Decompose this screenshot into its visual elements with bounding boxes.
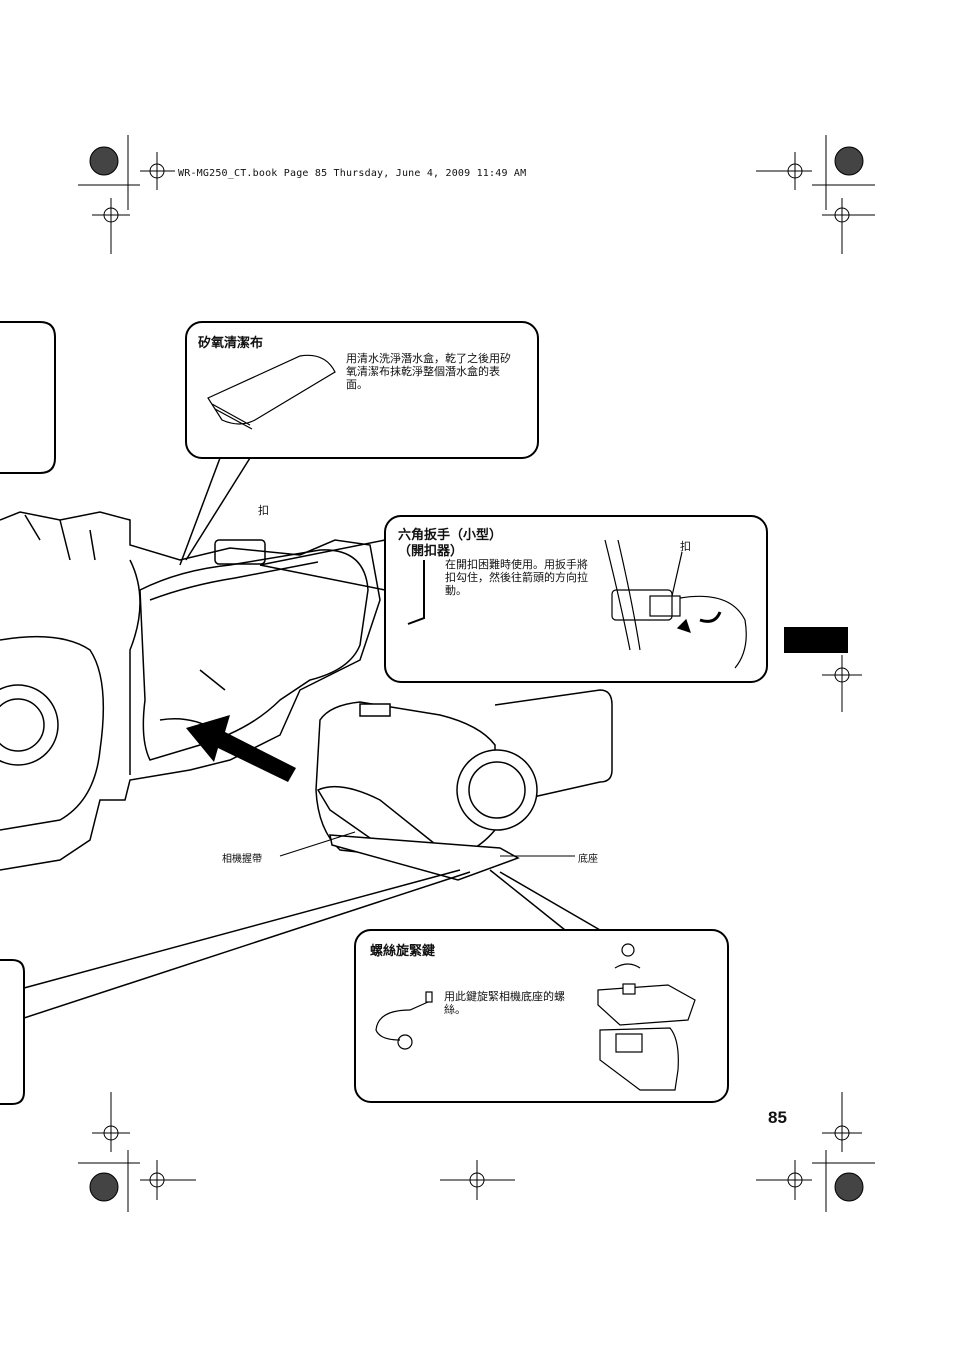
screw-key-icon bbox=[375, 991, 433, 1050]
cleaning-cloth-box bbox=[185, 321, 539, 459]
hex-wrench-icon bbox=[407, 560, 425, 625]
registration-mark-icon bbox=[78, 1092, 196, 1212]
file-info-header: WR-MG250_CT.book Page 85 Thursday, June … bbox=[178, 168, 527, 179]
underwater-housing-illustration bbox=[0, 511, 381, 871]
registration-mark-icon bbox=[78, 135, 175, 254]
page-number: 85 bbox=[768, 1108, 787, 1127]
camera-strap-label: 相機握帶 bbox=[222, 854, 262, 865]
cleaning-cloth-title: 矽氧清潔布 bbox=[198, 336, 264, 351]
hex-wrench-box bbox=[384, 515, 768, 683]
screw-tightening-illustration bbox=[597, 943, 696, 1091]
left-box-top bbox=[0, 321, 56, 474]
registration-mark-icon bbox=[822, 655, 862, 712]
hex-wrench-title: 六角扳手（小型） bbox=[398, 528, 503, 543]
left-box-bottom bbox=[0, 959, 25, 1105]
hex-wrench-clasp-label: 扣 bbox=[680, 540, 691, 553]
section-tab bbox=[784, 627, 848, 653]
registration-mark-icon bbox=[440, 1160, 515, 1200]
strap-leader bbox=[279, 831, 356, 857]
registration-mark-icon bbox=[756, 135, 875, 254]
cleaning-cloth-text: 用清水洗淨潛水盒，乾了之後用矽氧清潔布抹乾淨整個潛水盒的表面。 bbox=[346, 352, 511, 391]
clasp-label: 扣 bbox=[258, 504, 269, 517]
screw-key-text: 用此鍵旋緊相機底座的螺絲。 bbox=[444, 990, 565, 1016]
insertion-arrow bbox=[186, 715, 296, 782]
clasp-opening-illustration bbox=[604, 539, 747, 669]
screw-key-title: 螺絲旋緊鍵 bbox=[370, 944, 436, 959]
base-label: 底座 bbox=[578, 854, 598, 865]
registration-mark-icon bbox=[756, 1092, 875, 1212]
hex-wrench-subtitle: （開扣器） bbox=[398, 544, 464, 559]
hex-wrench-text: 在開扣困難時使用。用扳手將扣勾住，然後往箭頭的方向拉動。 bbox=[445, 558, 588, 597]
cleaning-cloth-icon bbox=[207, 354, 336, 430]
camcorder-illustration bbox=[315, 689, 613, 881]
